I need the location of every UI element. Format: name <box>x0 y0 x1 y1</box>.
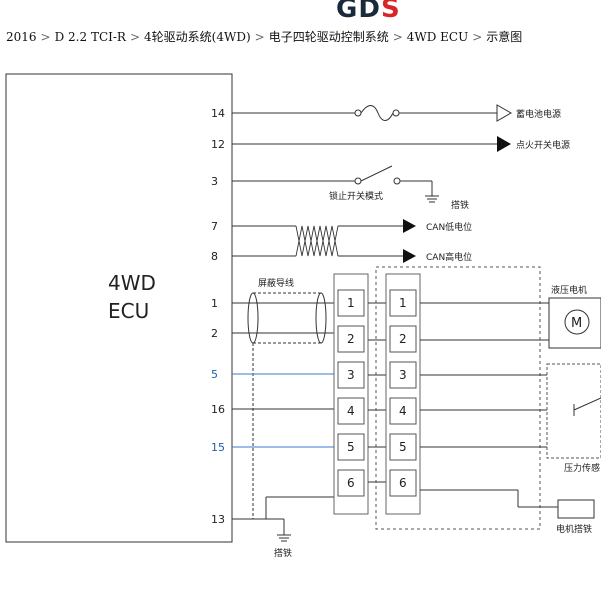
fuse-icon <box>360 105 394 121</box>
breadcrumb-item[interactable]: 2016 <box>6 30 37 44</box>
connector-pin-number: 5 <box>399 440 407 454</box>
battery-label: 蓄电池电源 <box>516 108 561 120</box>
shield-left-icon <box>247 292 259 344</box>
lock-switch-label: 锁止开关模式 <box>329 190 383 202</box>
component-enclosure <box>375 266 541 530</box>
ecu-box <box>5 73 233 543</box>
breadcrumb-item[interactable]: 4轮驱动系统(4WD) <box>144 30 251 44</box>
pin-label: 16 <box>211 403 225 416</box>
switch-blade-icon <box>360 165 393 182</box>
header-bar: GDS <box>0 0 601 26</box>
breadcrumb-item[interactable]: 示意图 <box>486 30 523 44</box>
connector-pin-cell <box>337 361 365 389</box>
connector-pin-cell <box>389 325 417 353</box>
connector-left-pins: 1 2 3 4 5 6 <box>337 289 365 497</box>
connector-pin-cell <box>337 325 365 353</box>
connector-pin-cell <box>389 289 417 317</box>
connector-pin-cell <box>389 433 417 461</box>
gds-logo: GDS <box>336 0 401 24</box>
hydraulic-motor-label: 液压电机 <box>551 284 587 296</box>
breadcrumb-separator: > <box>472 30 483 44</box>
fuse-terminal-left <box>354 109 362 117</box>
connector-pin-number: 4 <box>399 404 407 418</box>
fuse-terminal-right <box>392 109 400 117</box>
can-low-arrow-icon <box>403 219 416 233</box>
connector-pin-number: 2 <box>347 332 355 346</box>
shield-label: 屏蔽导线 <box>258 277 294 289</box>
breadcrumb-separator: > <box>129 30 141 44</box>
breadcrumb: 2016>D 2.2 TCI-R>4轮驱动系统(4WD)>电子四轮驱动控制系统>… <box>6 28 522 46</box>
pin-label: 13 <box>211 513 225 526</box>
ignition-arrow-icon <box>497 136 511 152</box>
can-high-arrow-icon <box>403 249 416 263</box>
connector-pin-number: 6 <box>399 476 407 490</box>
pin-label: 1 <box>211 297 218 310</box>
ground-label-pin3: 搭铁 <box>451 199 469 211</box>
connector-pin-cell <box>337 397 365 425</box>
pin-label: 2 <box>211 327 218 340</box>
pressure-sensor-label: 压力传感 <box>564 462 600 474</box>
connector-pin-number: 5 <box>347 440 355 454</box>
ground-label-pin13: 搭铁 <box>274 547 292 559</box>
motor-ground-label: 电机搭铁 <box>556 523 592 535</box>
pressure-sensor-icon <box>573 397 601 416</box>
breadcrumb-separator: > <box>40 30 51 44</box>
connector-pin-number: 3 <box>347 368 355 382</box>
connector-right-pins: 1 2 3 4 5 6 <box>389 289 417 497</box>
pin-label: 5 <box>211 368 218 381</box>
pin-label: 14 <box>211 107 225 120</box>
motor-icon <box>564 309 590 335</box>
motor-ground-box <box>557 499 595 519</box>
ecu-label-line1: 4WD <box>108 271 156 295</box>
connector-pin-number: 3 <box>399 368 407 382</box>
breadcrumb-separator: > <box>254 30 265 44</box>
switch-terminal-left <box>354 177 362 185</box>
connector-pin-cell <box>389 469 417 497</box>
pin-label: 8 <box>211 250 218 263</box>
connector-pin-cell <box>337 433 365 461</box>
connector-pin-cell <box>389 397 417 425</box>
motor-symbol: M <box>571 316 582 331</box>
connector-pin-number: 1 <box>399 296 407 310</box>
battery-arrow-icon <box>496 104 513 122</box>
breadcrumb-separator: > <box>392 30 403 44</box>
connector-pin-number: 1 <box>347 296 355 310</box>
connector-pin-number: 2 <box>399 332 407 346</box>
can-low-label: CAN低电位 <box>426 221 472 233</box>
breadcrumb-item[interactable]: 电子四轮驱动控制系统 <box>268 30 389 44</box>
ignition-label: 点火开关电源 <box>516 139 570 151</box>
pin-label: 7 <box>211 220 218 233</box>
ecu-label-line2: ECU <box>108 299 149 323</box>
connector-pin-cell <box>337 469 365 497</box>
breadcrumb-item[interactable]: D 2.2 TCI-R <box>54 30 126 44</box>
breadcrumb-item[interactable]: 4WD ECU <box>406 30 469 44</box>
twisted-pair-icon <box>295 225 339 257</box>
connector-pin-cell <box>337 289 365 317</box>
can-high-label: CAN高电位 <box>426 251 472 263</box>
connector-pin-number: 6 <box>347 476 355 490</box>
connector-pin-cell <box>389 361 417 389</box>
pin-label: 12 <box>211 138 225 151</box>
switch-terminal-right <box>393 177 401 185</box>
connector-pin-number: 4 <box>347 404 355 418</box>
shield-right-icon <box>315 292 327 344</box>
pin-label: 15 <box>211 441 225 454</box>
pin-label: 3 <box>211 175 218 188</box>
